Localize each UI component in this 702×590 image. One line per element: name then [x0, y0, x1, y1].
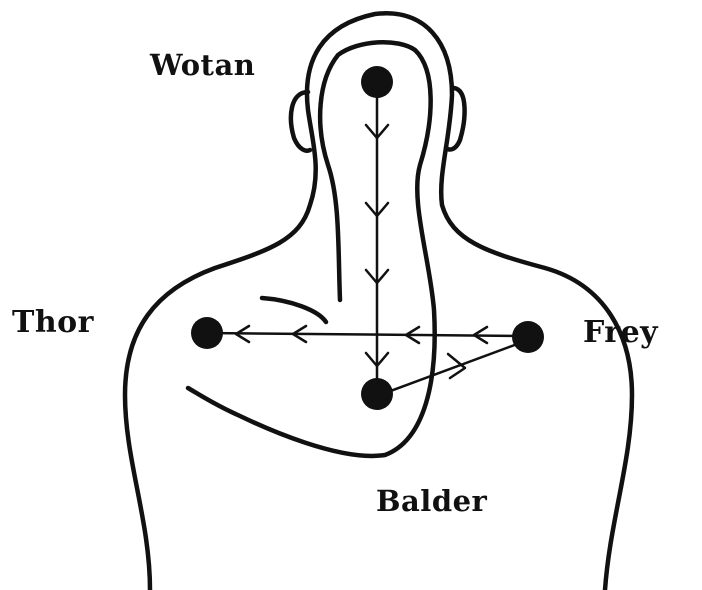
node-frey [512, 321, 544, 353]
label-balder: Balder [376, 484, 487, 518]
node-thor [191, 317, 223, 349]
inner-form [188, 42, 435, 456]
frey-thor-line [207, 333, 528, 336]
node-wotan [361, 66, 393, 98]
label-frey: Frey [583, 315, 658, 350]
label-thor: Thor [12, 305, 94, 340]
label-wotan: Wotan [150, 48, 255, 82]
inner-hook [262, 298, 326, 322]
balder-frey-line [377, 340, 528, 396]
node-balder [361, 378, 393, 410]
